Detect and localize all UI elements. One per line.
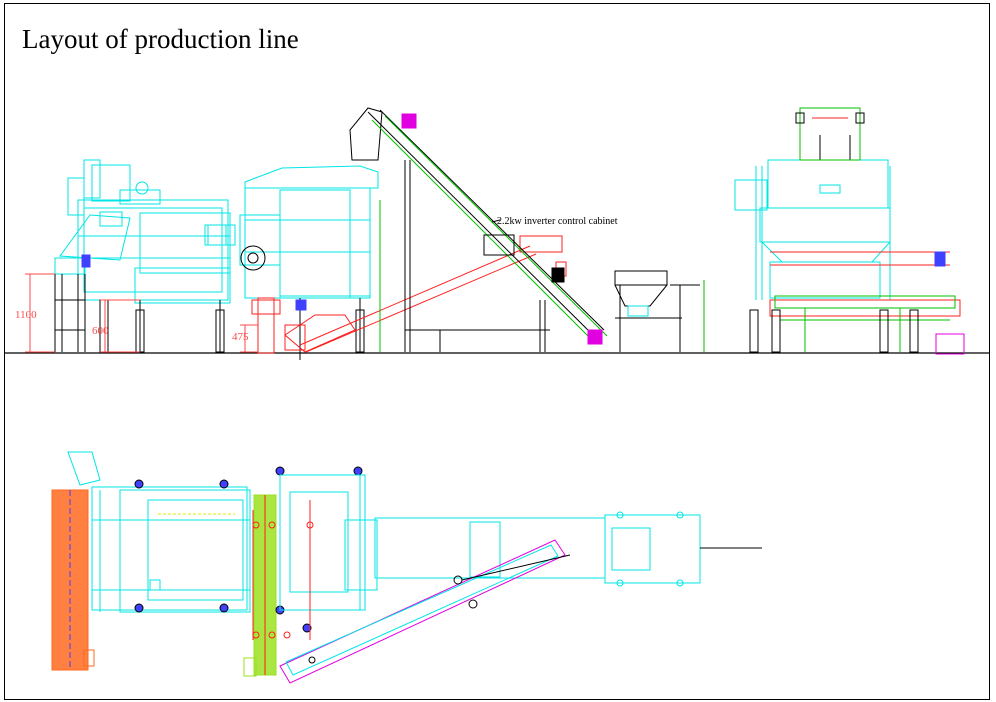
cleaner-machine bbox=[59, 159, 231, 353]
dimension-475-label: 475 bbox=[232, 331, 249, 343]
plan-lime-elevator bbox=[243, 494, 277, 677]
dimension-1100 bbox=[25, 273, 55, 353]
blue-motor bbox=[295, 299, 307, 311]
plan-incline-conveyor bbox=[279, 539, 571, 684]
dimension-600-label: 600 bbox=[92, 325, 109, 337]
dimension-475 bbox=[240, 324, 258, 353]
plan-red-frame bbox=[252, 500, 314, 640]
gravity-separator bbox=[204, 165, 379, 353]
plan-cleaner bbox=[67, 451, 251, 613]
destoner-legs bbox=[749, 309, 919, 353]
dimension-600 bbox=[100, 299, 140, 353]
plan-horizontal-conveyor bbox=[374, 511, 762, 587]
right-green-conveyor bbox=[774, 295, 956, 352]
bucket-elevator bbox=[349, 107, 608, 352]
right-red-chute bbox=[769, 251, 965, 355]
drawing-title: Layout of production line bbox=[22, 24, 299, 54]
cabinet-leader bbox=[491, 219, 501, 223]
top-sieve-box bbox=[795, 107, 865, 161]
elevation-view: 1100 600 475 bbox=[15, 107, 965, 360]
plan-orange-elevator bbox=[51, 489, 95, 671]
inlet-hopper bbox=[54, 254, 91, 352]
small-hopper-table bbox=[614, 270, 705, 352]
inverter-cabinet-label: 2.2kw inverter control cabinet bbox=[497, 216, 618, 227]
dimension-1100-label: 1100 bbox=[15, 309, 37, 321]
plan-view bbox=[51, 451, 762, 684]
plan-gravity-separator bbox=[279, 474, 378, 611]
